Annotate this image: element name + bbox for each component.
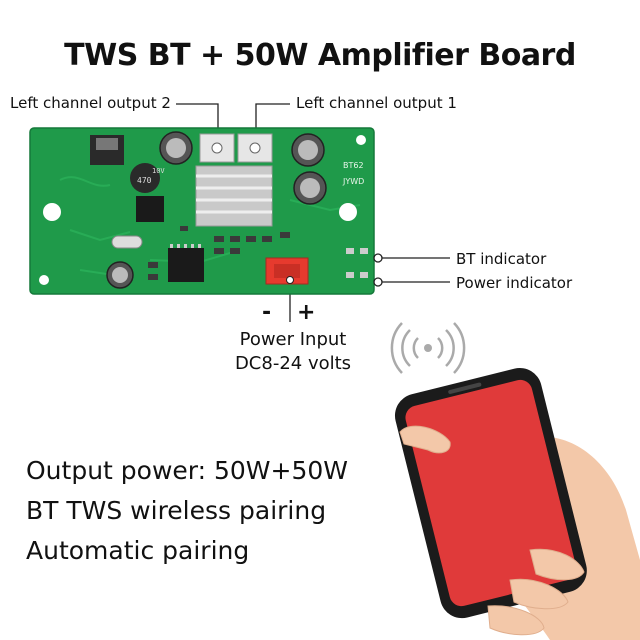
crystal [111,235,143,249]
power-input-voltage: DC8-24 volts [234,353,352,374]
mount-hole [339,203,357,221]
power-input-label: Power Input DC8-24 volts [218,328,368,376]
power-indicator-led [373,277,383,287]
callout-left-output-2: Left channel output 2 [10,94,171,112]
ic-chip [136,196,164,222]
silk-brand: JYWD [342,177,364,186]
wireless-signal-icon [390,322,466,374]
silk-model: BT62 [343,161,364,170]
cap-marking: 470 [137,176,152,185]
callout-left-output-1: Left channel output 1 [296,94,457,112]
heatsink [195,165,273,227]
led-pads [346,248,368,278]
mount-hole [43,203,61,221]
page-title: TWS BT + 50W Amplifier Board [64,38,576,73]
power-input-title: Power Input [239,329,347,350]
capacitor [130,163,160,193]
ic-chip [168,248,204,282]
polarity-minus: - [262,300,272,325]
callout-bt-indicator: BT indicator [456,250,547,268]
smartphone [394,367,587,619]
mount-hole [356,135,366,145]
finger [529,548,585,581]
phone-in-hand [390,322,640,640]
amplifier-board: 470 10V BT62 JYWD [29,103,450,322]
polarity-plus: + [297,300,316,325]
cap-marking: 10V [152,167,165,175]
feature-auto-pairing: Automatic pairing [26,536,250,565]
mount-hole [39,275,49,285]
finger [487,605,545,636]
thumb [399,425,451,454]
feature-tws-pairing: BT TWS wireless pairing [26,496,327,525]
finger [509,578,569,610]
bt-indicator-led [373,253,383,263]
feature-output-power: Output power: 50W+50W [26,456,348,485]
callout-power-indicator: Power indicator [456,274,573,292]
